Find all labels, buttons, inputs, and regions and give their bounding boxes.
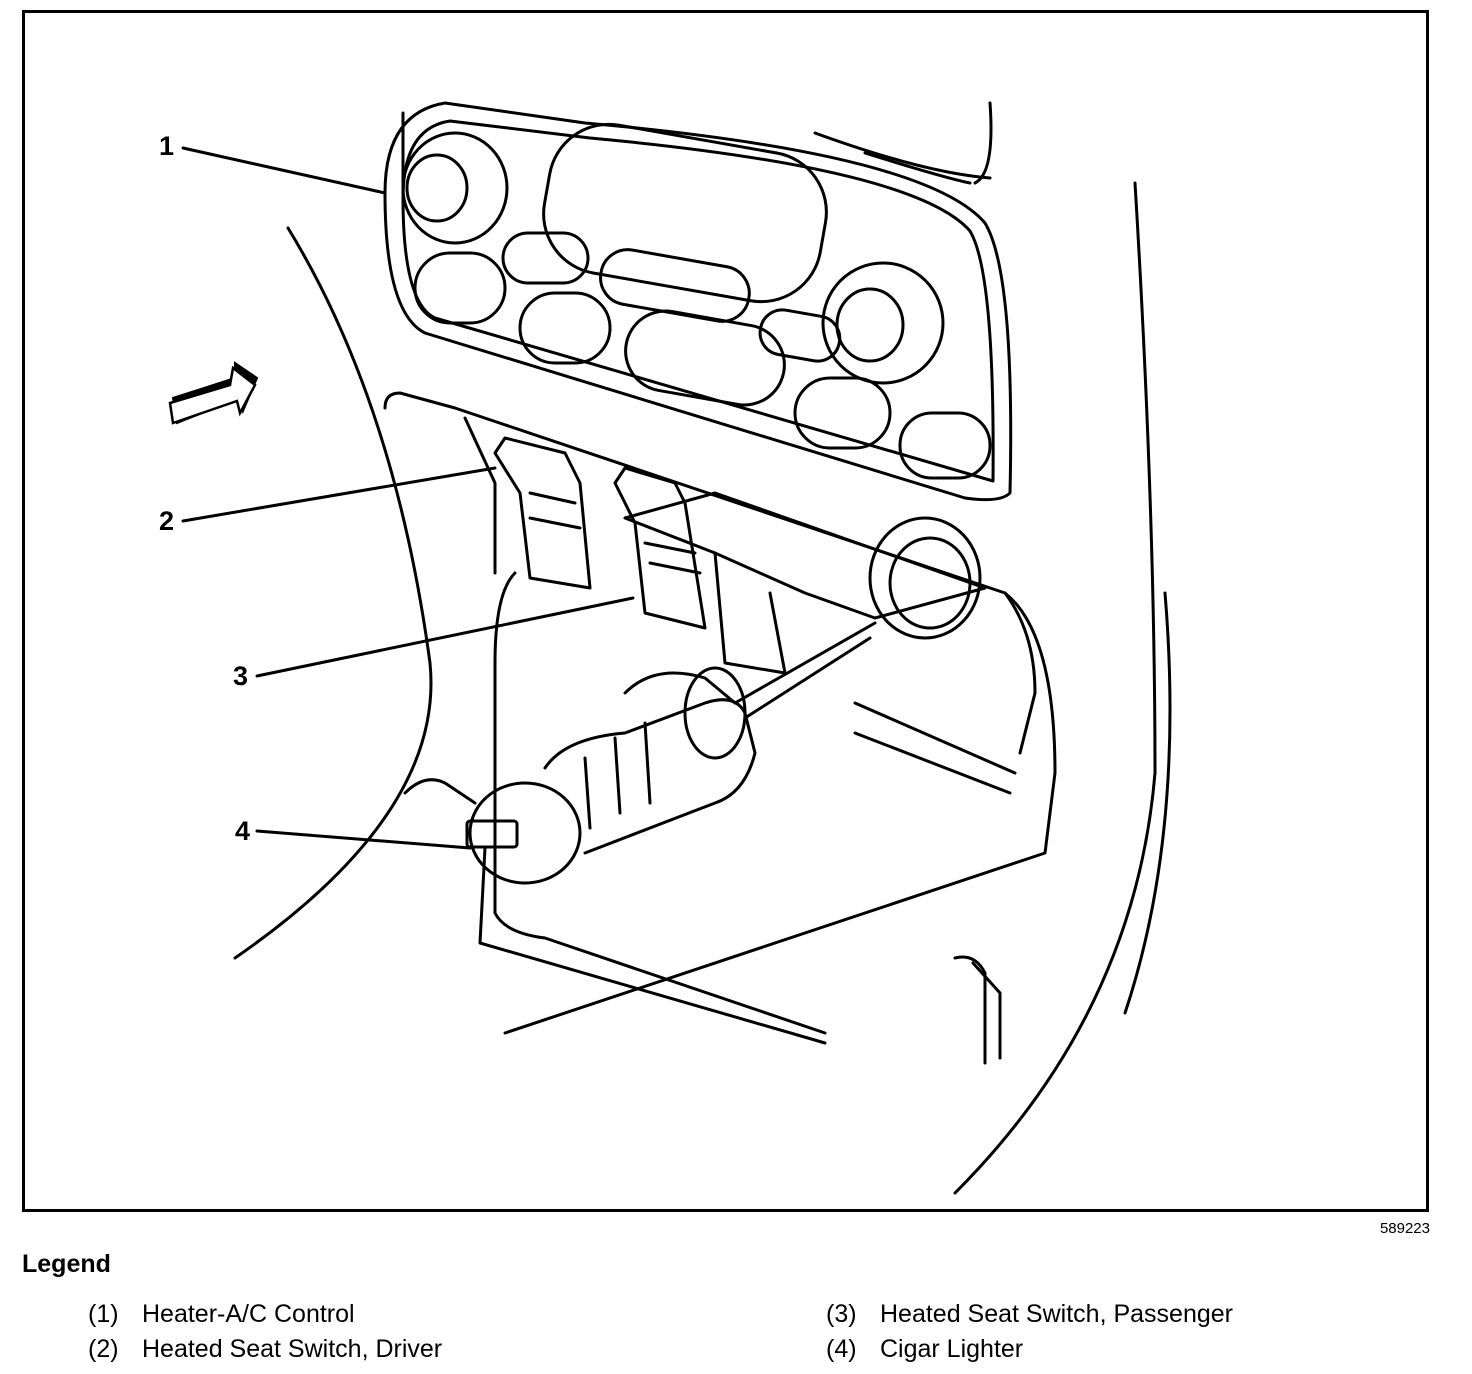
legend-item-2: (2) Heated Seat Switch, Driver bbox=[88, 1335, 442, 1364]
switch-bracket bbox=[623, 491, 987, 620]
dashboard-illustration bbox=[168, 101, 1172, 1195]
switch-recess bbox=[383, 391, 1037, 755]
legend-item-label: Heated Seat Switch, Driver bbox=[142, 1335, 443, 1363]
lighter-knob bbox=[468, 781, 582, 885]
console-left-edge bbox=[233, 226, 433, 960]
callout-1: 1 bbox=[159, 131, 175, 161]
legend-item-label: Heater-A/C Control bbox=[142, 1300, 355, 1328]
hvac-bezel bbox=[383, 101, 1013, 502]
legend-item-3: (3) Heated Seat Switch, Passenger bbox=[826, 1300, 1233, 1329]
legend-item-4: (4) Cigar Lighter bbox=[826, 1335, 1023, 1364]
leader-line-4 bbox=[255, 829, 472, 850]
button bbox=[624, 309, 786, 407]
view-arrow-icon bbox=[168, 361, 259, 425]
lighter-indicator bbox=[465, 819, 519, 849]
leader-line-2 bbox=[181, 466, 497, 523]
callout-3: 3 bbox=[233, 661, 249, 691]
legend-item-number: (3) bbox=[826, 1300, 857, 1328]
lighter-socket bbox=[868, 516, 982, 640]
legend-item-label: Cigar Lighter bbox=[880, 1335, 1024, 1363]
legend-item-1: (1) Heater-A/C Control bbox=[88, 1300, 355, 1329]
left-knob bbox=[401, 131, 509, 245]
button bbox=[898, 411, 992, 480]
diagram-frame: 1 2 3 4 bbox=[22, 10, 1429, 1212]
legend-item-label: Heated Seat Switch, Passenger bbox=[880, 1300, 1233, 1328]
figure-id: 589223 bbox=[1379, 1220, 1430, 1237]
legend-title: Legend bbox=[22, 1250, 111, 1278]
display-window bbox=[542, 122, 828, 304]
leader-line-3 bbox=[255, 596, 635, 678]
button bbox=[518, 291, 612, 365]
right-knob bbox=[821, 261, 945, 385]
button bbox=[758, 308, 842, 363]
legend-item-number: (2) bbox=[88, 1335, 119, 1363]
callout-2: 2 bbox=[159, 506, 175, 536]
driver-switch bbox=[493, 436, 592, 590]
leader-line-1 bbox=[181, 146, 387, 195]
callout-4: 4 bbox=[235, 816, 251, 846]
button bbox=[413, 251, 507, 325]
button bbox=[501, 231, 590, 285]
console-right-edge bbox=[953, 181, 1157, 1195]
legend-item-number: (4) bbox=[826, 1335, 857, 1363]
passenger-switch bbox=[613, 466, 707, 630]
legend-item-number: (1) bbox=[88, 1300, 119, 1328]
button bbox=[793, 376, 892, 450]
